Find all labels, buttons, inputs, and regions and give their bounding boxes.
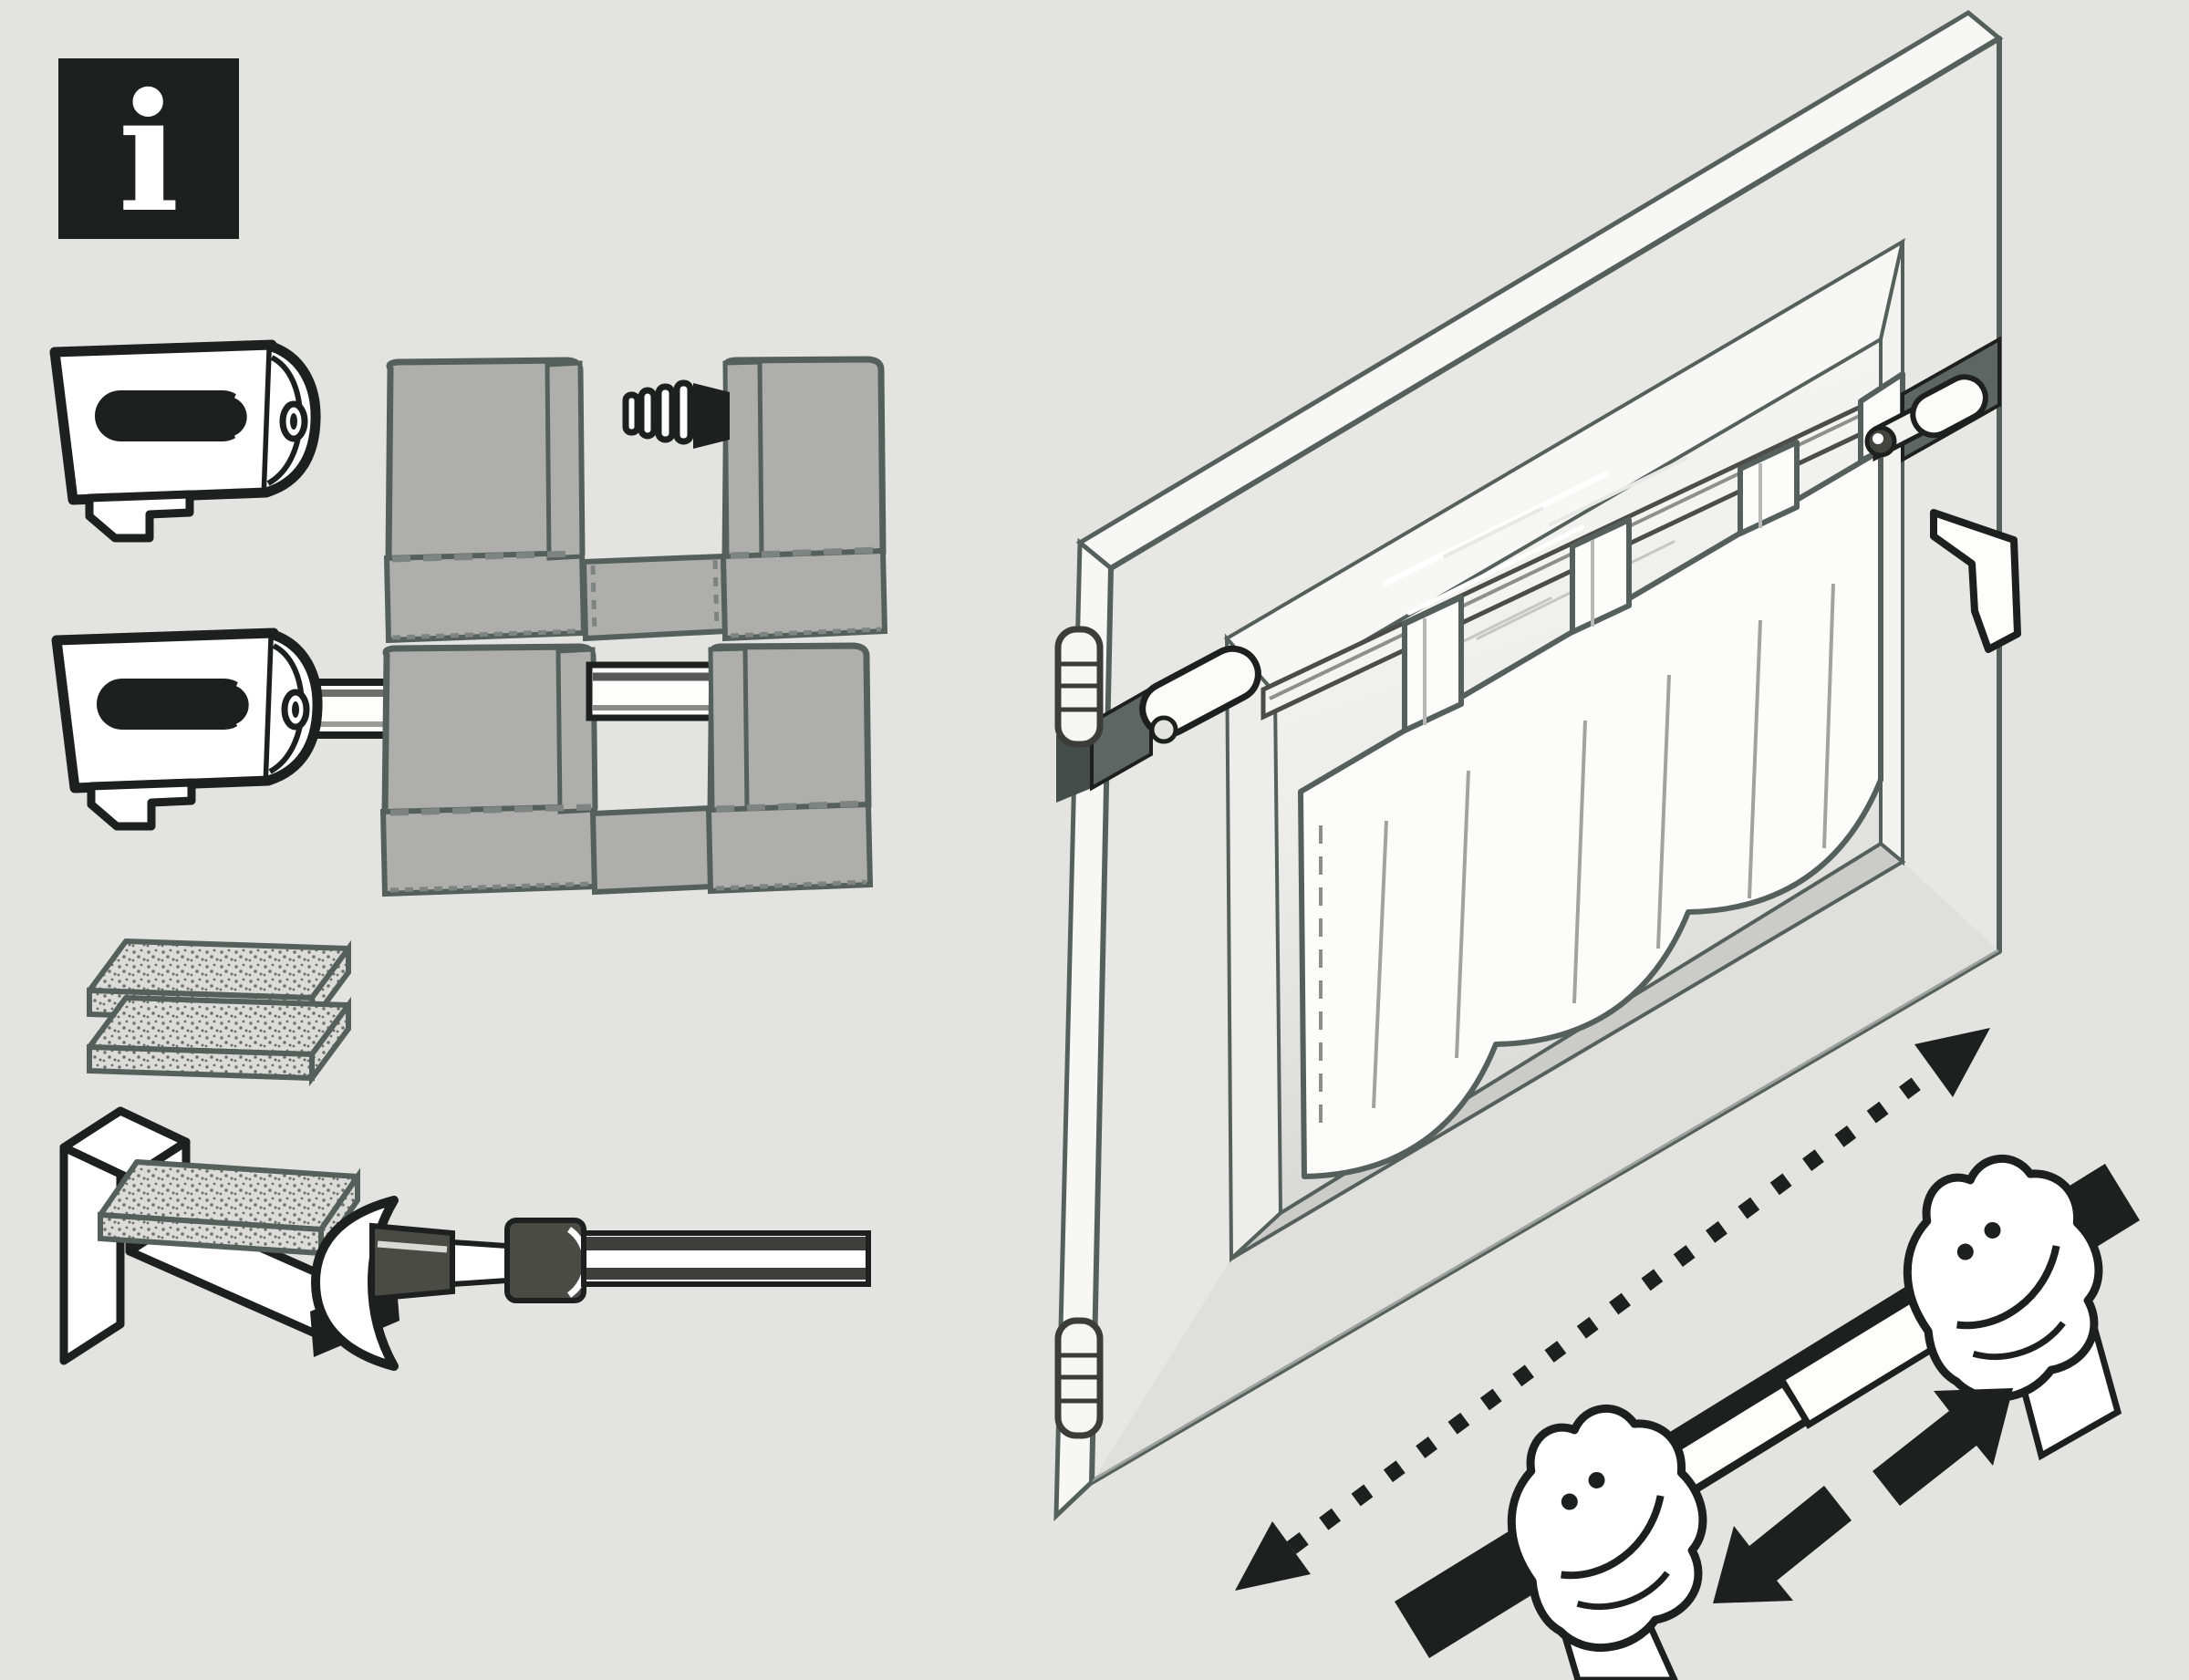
recess-right-reveal xyxy=(1879,241,1904,866)
curtain-tab-fabric-left xyxy=(383,357,587,644)
door-handle xyxy=(1930,509,2021,653)
tab-fold xyxy=(708,646,750,813)
foam-pad-bottom xyxy=(89,998,348,1078)
foam-pads xyxy=(89,941,348,1078)
door-hinge-bottom xyxy=(1054,1317,1104,1439)
info-badge: i xyxy=(58,57,239,248)
rod-tip xyxy=(622,379,730,449)
foam-pad-on-clamp xyxy=(98,1159,360,1262)
extend-rod-demo xyxy=(1395,1137,2140,1680)
clamp-with-foam-and-rod xyxy=(59,1106,871,1371)
curtain-tab-fabric-right xyxy=(705,642,874,895)
wall-bracket-illustration xyxy=(55,345,316,538)
door-lower-band xyxy=(1092,862,1999,1482)
tab-fold xyxy=(555,647,597,814)
rod-end-fitting xyxy=(311,1196,589,1371)
door-hinge-top xyxy=(1054,626,1104,748)
curtain-tab xyxy=(1738,440,1800,536)
right-rod-clamp xyxy=(1864,336,2001,463)
rod-end xyxy=(1149,715,1178,744)
curtain-tab-fabric-right xyxy=(720,356,888,642)
door-assembly xyxy=(1053,9,2021,1521)
pull-right-arrow xyxy=(1873,1388,2013,1506)
curtain xyxy=(1298,371,1905,1179)
wall-bracket-illustration xyxy=(57,633,317,826)
curtain-folds xyxy=(1372,583,1835,1109)
curtain-tab-fabric-left xyxy=(379,643,600,897)
tab-fold xyxy=(545,360,585,561)
info-icon: i xyxy=(118,57,180,248)
arrowhead-right xyxy=(1914,1028,1990,1097)
curtain-gap-fabric xyxy=(580,553,729,642)
telescopic-rod xyxy=(581,1230,871,1287)
curtain-tab xyxy=(1402,595,1464,733)
step-rod-through-tabs xyxy=(57,633,874,897)
info-badge-box xyxy=(58,58,239,239)
pull-left-arrow xyxy=(1713,1486,1852,1603)
curtain-gap-fabric xyxy=(589,804,716,896)
step-insert-rod-tip xyxy=(55,345,888,644)
rod-socket xyxy=(1910,374,1988,439)
span-arrow-dashed xyxy=(1235,1028,1990,1591)
curtain-panel xyxy=(1298,448,1883,1179)
curtain-rod-in-gap xyxy=(586,661,718,721)
recess-left-reveal xyxy=(1224,633,1283,1263)
rod-socket xyxy=(1139,645,1261,738)
curtain-tab xyxy=(1570,517,1632,635)
arrowhead-left xyxy=(1235,1521,1311,1591)
tab-fold xyxy=(722,359,764,559)
